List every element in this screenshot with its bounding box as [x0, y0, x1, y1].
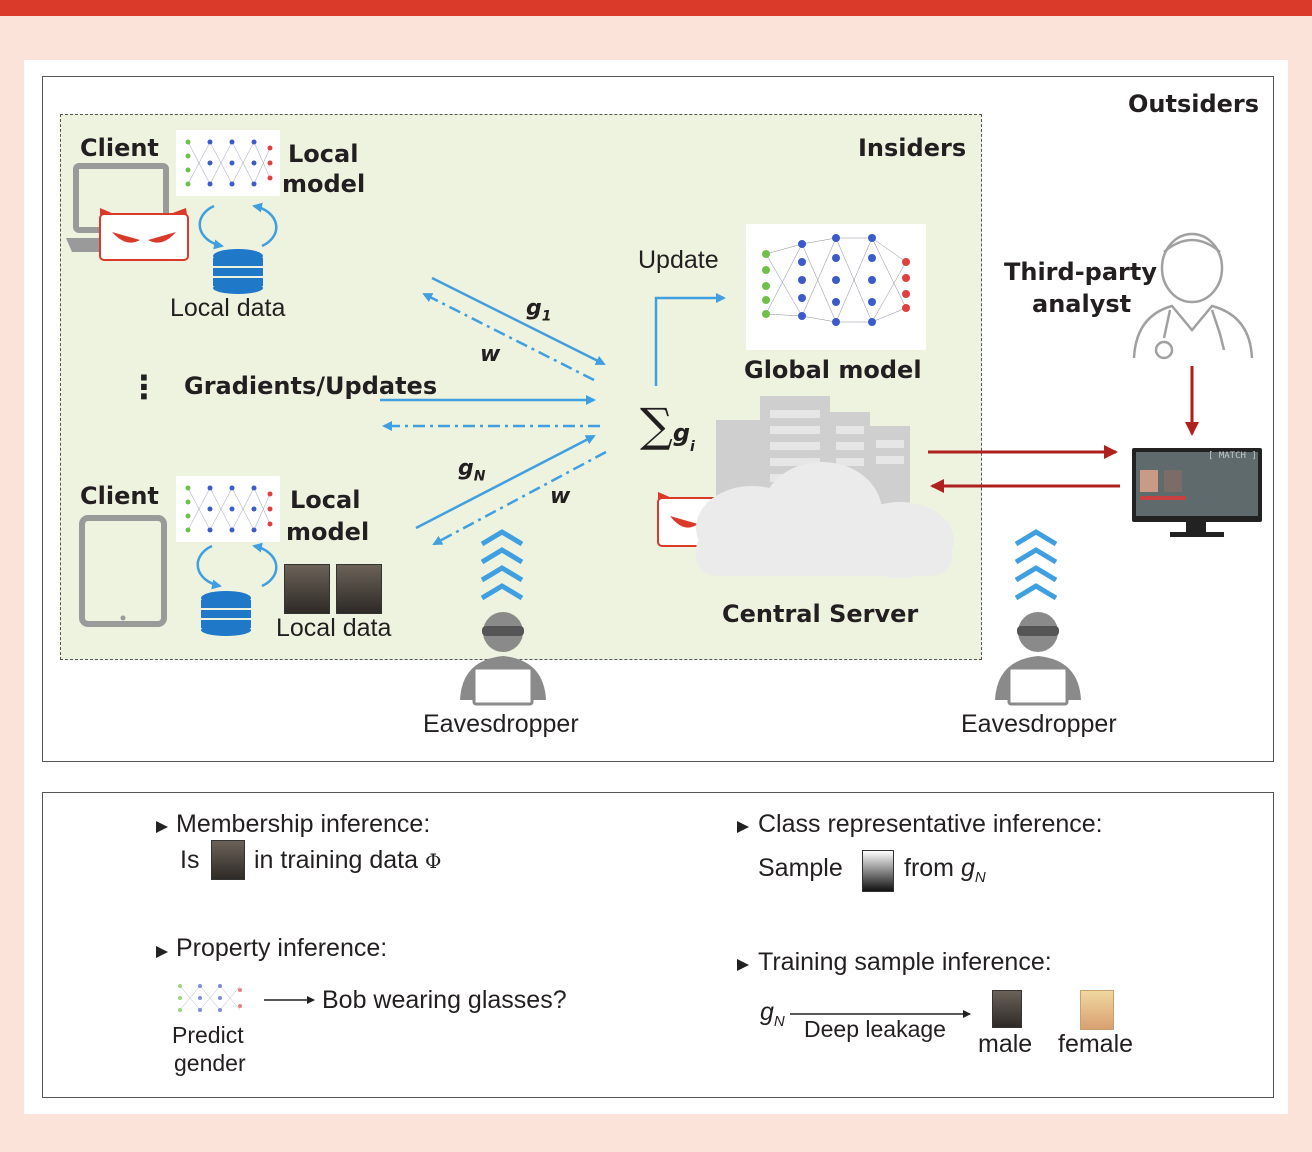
property-predict-1: Predict: [172, 1022, 244, 1048]
gN-arrow: [415, 434, 596, 530]
monitor-icon: [1132, 448, 1262, 537]
training-title: Training sample inference:: [758, 948, 1052, 976]
inference-legend-panel: [42, 792, 1274, 1098]
class-title: Class representative inference:: [758, 810, 1103, 838]
threat-diagram-panel: [42, 76, 1274, 762]
membership-title: Membership inference:: [176, 810, 431, 838]
g1-arrow: [431, 276, 606, 366]
bullet-icons: [156, 821, 749, 971]
gradients-updates-label: Gradients/Updates: [184, 372, 438, 400]
client-top-label: Client: [80, 134, 159, 162]
signal-left-icon: [480, 529, 524, 601]
face-photo-2: [336, 564, 382, 614]
local-model-bottom-label-1: Local: [290, 486, 361, 514]
membership-face-photo: [211, 840, 245, 880]
eavesdropper-right-icon: [995, 612, 1081, 706]
membership-rest: in training data Φ: [254, 846, 442, 874]
property-predict-2: gender: [174, 1050, 246, 1076]
property-title: Property inference:: [176, 934, 388, 962]
local-model-top-network-icon: [176, 130, 280, 196]
class-from: from gN: [904, 854, 986, 886]
face-photo-1: [284, 564, 330, 614]
insiders-label: Insiders: [858, 134, 967, 162]
header-bar: [0, 0, 1312, 16]
local-model-top-label-1: Local: [288, 140, 359, 168]
monitor-text: [ MATCH ]: [1208, 451, 1257, 461]
tablet-icon: [79, 515, 167, 627]
male-label: male: [978, 1030, 1033, 1058]
eavesdropper-right-label: Eavesdropper: [961, 710, 1117, 738]
cloud-icon: [696, 462, 954, 578]
w-bottom-arrow: [432, 450, 607, 546]
database-bottom-icon: [201, 591, 251, 636]
local-model-bottom-label-2: model: [286, 518, 370, 546]
property-model-network-icon: [178, 984, 242, 1012]
update-arrow: [654, 293, 726, 386]
database-top-icon: [213, 249, 263, 294]
female-face-photo: [1080, 990, 1114, 1030]
g1-label: g1: [526, 296, 552, 325]
eavesdropper-left-label: Eavesdropper: [423, 710, 579, 738]
update-label: Update: [638, 246, 719, 274]
gN-label: gN: [458, 456, 486, 485]
third-party-label-2: analyst: [1032, 290, 1132, 318]
local-training-cycle-top-icon: [198, 202, 278, 250]
local-data-top-label: Local data: [170, 294, 286, 322]
class-sample: Sample: [758, 854, 843, 882]
global-model-label: Global model: [744, 356, 922, 384]
local-model-top-label-2: model: [282, 170, 366, 198]
central-server-label: Central Server: [722, 600, 919, 628]
client-bottom-label: Client: [80, 482, 159, 510]
w-bottom-label: w: [550, 484, 571, 509]
w-top-arrow: [422, 292, 595, 382]
training-g: gN: [760, 998, 785, 1030]
class-representative-face: [862, 850, 894, 892]
local-model-bottom-network-icon: [176, 476, 280, 542]
local-data-bottom-label: Local data: [276, 614, 392, 642]
global-model-network-icon: [746, 224, 926, 350]
property-question: Bob wearing glasses?: [322, 986, 567, 1014]
third-party-label-1: Third-party: [1004, 258, 1157, 286]
w-top-label: w: [480, 342, 501, 367]
ellipsis-label: ⋮: [128, 368, 160, 406]
signal-right-icon: [1014, 529, 1058, 601]
outsiders-label: Outsiders: [1128, 90, 1260, 118]
eavesdropper-left-icon: [460, 612, 546, 706]
female-label: female: [1058, 1030, 1134, 1058]
sum-gradients-label: ∑gi: [640, 398, 695, 456]
local-training-cycle-bottom-icon: [196, 542, 278, 590]
membership-is: Is: [180, 846, 200, 874]
analyst-icon: [1132, 232, 1254, 360]
male-face-photo: [992, 990, 1022, 1028]
deep-leakage-label: Deep leakage: [804, 1016, 946, 1042]
devil-mask-client-icon: [99, 208, 189, 261]
